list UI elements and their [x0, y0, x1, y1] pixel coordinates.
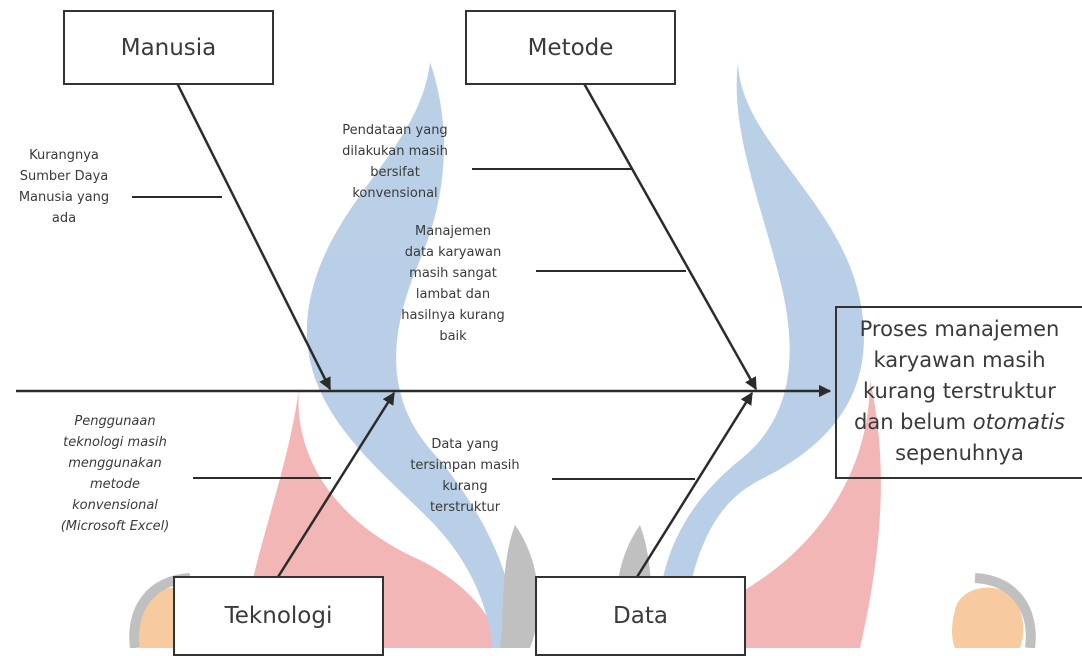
- watermark-red-flame-right: [680, 380, 881, 648]
- cause-text: terstruktur: [429, 500, 501, 515]
- cause-text: Pendataan yang: [342, 123, 448, 138]
- effect-line: sepenuhnya: [895, 441, 1024, 465]
- cause-text: lambat dan: [415, 287, 491, 302]
- cause-text: ada: [51, 211, 77, 226]
- cause-note-metode-2: Manajemen data karyawan masih sangat lam…: [378, 221, 528, 347]
- effect-box: Proses manajemen karyawan masih kurang t…: [835, 306, 1082, 479]
- cause-text: Sumber Daya: [19, 169, 109, 184]
- category-box-manusia: Manusia: [63, 10, 274, 85]
- category-box-data: Data: [535, 576, 746, 656]
- cause-text: hasilnya kurang: [401, 308, 505, 323]
- cause-text: menggunakan: [68, 456, 162, 471]
- cause-text: tersimpan masih: [410, 458, 520, 473]
- cause-text: bersifat: [370, 165, 420, 180]
- bone-metode: [566, 54, 758, 391]
- cause-text: Data yang: [431, 437, 499, 452]
- effect-italic-text: otomatis: [972, 410, 1065, 434]
- effect-line: kurang terstruktur: [863, 379, 1056, 403]
- category-box-metode: Metode: [465, 10, 676, 85]
- category-label-manusia: Manusia: [120, 34, 217, 61]
- watermark-gray-outline-right: [974, 573, 1036, 648]
- cause-text: dilakukan masih: [342, 144, 448, 159]
- cause-note-metode-1: Pendataan yang dilakukan masih bersifat …: [320, 120, 470, 204]
- cause-text: masih sangat: [409, 266, 497, 281]
- category-label-metode: Metode: [527, 34, 614, 61]
- cause-note-manusia: Kurangnya Sumber Daya Manusia yang ada: [4, 145, 124, 229]
- bone-teknologi: [276, 391, 396, 578]
- watermark-gray-left: [500, 525, 539, 648]
- cause-text: Kurangnya: [29, 148, 99, 163]
- cause-text: baik: [439, 329, 467, 344]
- cause-text: data karyawan: [404, 245, 502, 260]
- cause-text: konvensional: [352, 186, 438, 201]
- watermark-blue-flame-right: [658, 62, 864, 648]
- cause-text: metode: [90, 477, 140, 492]
- cause-text: (Microsoft Excel): [60, 519, 170, 534]
- watermark-orange-right: [951, 587, 1024, 648]
- cause-text: konvensional: [72, 498, 158, 513]
- category-box-teknologi: Teknologi: [173, 576, 384, 656]
- bone-manusia: [161, 54, 332, 391]
- effect-text: dan belum: [854, 410, 973, 434]
- cause-note-teknologi: Penggunaan teknologi masih menggunakan m…: [40, 411, 190, 537]
- cause-text: Manajemen: [415, 224, 491, 239]
- cause-note-data: Data yang tersimpan masih kurang terstru…: [390, 434, 540, 518]
- cause-text: teknologi masih: [63, 435, 167, 450]
- watermark-blue-flame-left: [306, 62, 516, 648]
- effect-line: karyawan masih: [873, 348, 1046, 372]
- effect-line: Proses manajemen: [859, 317, 1060, 341]
- category-label-teknologi: Teknologi: [224, 603, 333, 629]
- cause-text: Manusia yang: [18, 190, 110, 205]
- bone-data: [635, 391, 754, 578]
- effect-line: dan belum otomatis: [837, 407, 1082, 438]
- category-label-data: Data: [613, 603, 668, 629]
- cause-text: kurang: [442, 479, 488, 494]
- cause-text: Penggunaan: [74, 414, 156, 429]
